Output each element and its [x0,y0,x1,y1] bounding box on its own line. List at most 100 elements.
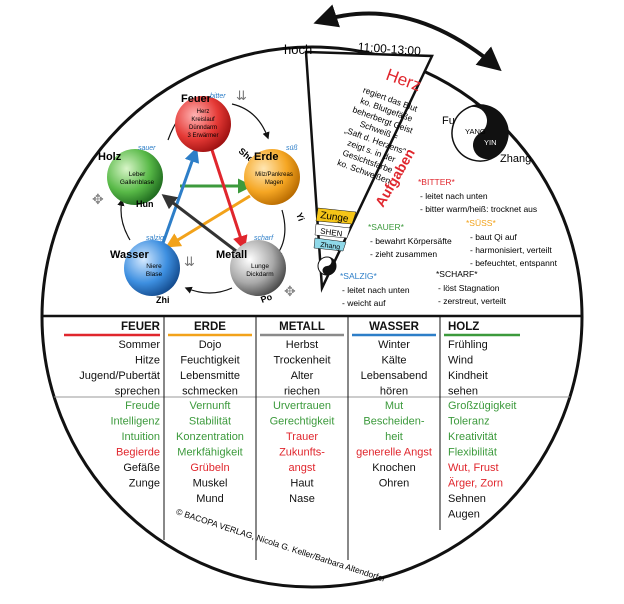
cycle-arrow-metall-wasser [184,286,233,294]
cell-feuer: Hitze [135,355,160,367]
cell-wasser-green: Bescheiden- [363,416,424,428]
yin-yang-icon [451,104,509,162]
cell-metall-green: Gerechtigkeit [270,416,335,428]
scharf-line-1: - löst Stagnation [438,283,500,293]
yang-label: YANG [465,127,486,136]
wasser-organ-1: Niere [146,263,162,270]
sauer-title: *SAUER* [368,222,405,232]
metall-ball [230,240,286,296]
controlling-cycle [160,147,253,256]
element-holz: Holz sauer Leber Gallenblase Hun ✥ [92,145,163,209]
time-label: 11:00-13:00 [357,40,421,58]
bitter-line-2: - bitter warm/heiß: trocknet aus [420,204,537,214]
wasser-name: Wasser [110,249,149,261]
cell-wasser-green: Mut [385,400,403,412]
cell-wasser: Ohren [379,478,410,490]
cell-feuer: Sommer [118,339,160,351]
metall-organ-1: Lunge [251,263,269,270]
cell-metall: riechen [284,386,320,398]
cell-holz-green: Toleranz [448,416,490,428]
organ-description: regiert das Blutko. Blutgefäßebeherbergt… [332,83,422,187]
salzig-line-1: - leitet nach unten [342,285,410,295]
feuer-organ-2: Kreislauf [191,117,215,123]
taste-bitter: *BITTER* - leitet nach unten - bitter wa… [418,177,537,214]
star-arrow-orange [165,194,251,248]
cell-erde: Mund [196,493,224,505]
taste-suess: *SÜSS* - baut Qi auf - harmonisiert, ver… [466,218,558,268]
cell-feuer-green: Intuition [121,431,160,443]
element-erde: Erde süß Milz/Pankreas Magen Yi [244,145,306,222]
column-header-holz: HOLZ [448,321,479,333]
star-arrow-dark [161,194,241,256]
cell-holz-green: Flexibilität [448,447,497,459]
cell-wasser: Winter [378,339,410,351]
column-header-erde: ERDE [194,321,226,333]
cell-holz: sehen [448,386,478,398]
cell-wasser: Lebensabend [361,370,428,382]
small-yin-yang-icon [317,256,337,276]
cell-holz: Wind [448,355,473,367]
feuer-organ-1: Herz [197,109,210,115]
metall-organ-2: Dickdarm [246,271,273,278]
metall-spirit: Po [259,291,274,305]
elements-table: FEUERSommerHitzeJugend/PubertätsprechenF… [42,314,582,560]
cell-erde-green: Merkfähigkeit [177,447,242,459]
erde-sub: süß [286,145,298,152]
suess-title: *SÜSS* [466,218,496,228]
element-metall: Metall scharf Lunge Dickdarm Po ✥ [216,235,296,305]
erde-organ-2: Magen [265,180,283,186]
cell-erde-green: Stabilität [189,416,231,428]
element-wasser: Wasser salzig Niere Blase Zhi ⇊ [110,235,195,305]
cell-metall-red: Trauer [286,431,318,443]
cell-metall: Nase [289,493,315,505]
rotation-arrow [313,4,502,72]
holz-name: Holz [98,151,122,163]
erde-organ-1: Milz/Pankreas [255,172,293,178]
scharf-line-2: - zerstreut, verteilt [438,296,507,306]
column-header-wasser: WASSER [369,321,420,333]
cell-metall-red: angst [289,462,316,474]
table-columns: FEUERSommerHitzeJugend/PubertätsprechenF… [64,321,520,521]
cell-metall-green: Urvertrauen [273,400,331,412]
cell-wasser: Knochen [372,462,415,474]
cycle-arrow-wasser-holz [117,198,131,241]
metall-name: Metall [216,249,247,261]
wasser-sub: salzig [146,235,164,242]
fu-label: Fu [442,115,455,127]
cell-metall: Trockenheit [273,355,330,367]
holz-organ-1: Leber [129,171,146,178]
cell-wasser-green: heit [385,431,403,443]
erde-ball [244,149,300,205]
sauer-line-1: - bewahrt Körpersäfte [370,236,452,246]
cell-erde: Feuchtigkeit [180,355,239,367]
cell-holz: Kindheit [448,370,488,382]
scharf-title: *SCHARF* [436,269,478,279]
taste-salzig: *SALZIG* - leitet nach unten - weicht au… [340,271,410,308]
feuer-organ-3: Dünndarm [189,125,217,131]
wasser-down-arrows-icon: ⇊ [184,254,195,269]
star-arrow-blue [160,147,200,247]
cell-metall: Herbst [286,339,318,351]
salzig-title: *SALZIG* [340,271,378,281]
taste-sauer: *SAUER* - bewahrt Körpersäfte - zieht zu… [368,222,452,259]
taste-scharf: *SCHARF* - löst Stagnation - zerstreut, … [436,269,507,306]
cell-holz-red: Ärger, Zorn [448,478,503,490]
zhang-stripe-label: Zhang [320,242,341,252]
cell-erde-green: Vernunft [190,400,231,412]
column-header-metall: METALL [279,321,325,333]
metall-cross-arrows-icon: ✥ [284,283,296,299]
wasser-organ-2: Blase [146,271,163,278]
shen-stripe [314,223,351,239]
hoch-label: hoch [284,42,312,57]
wasser-ball [124,240,180,296]
cycle-arrow-feuer-erde [231,103,270,140]
holz-spirit: Hun [136,199,154,209]
cell-erde: Dojo [199,339,222,351]
zhang-taiji-label: Zhang [500,153,531,165]
cell-wasser-red: generelle Angst [356,447,432,459]
cell-holz: Augen [448,509,480,521]
star-arrow-red [210,149,248,251]
cell-metall: Haut [290,478,313,490]
